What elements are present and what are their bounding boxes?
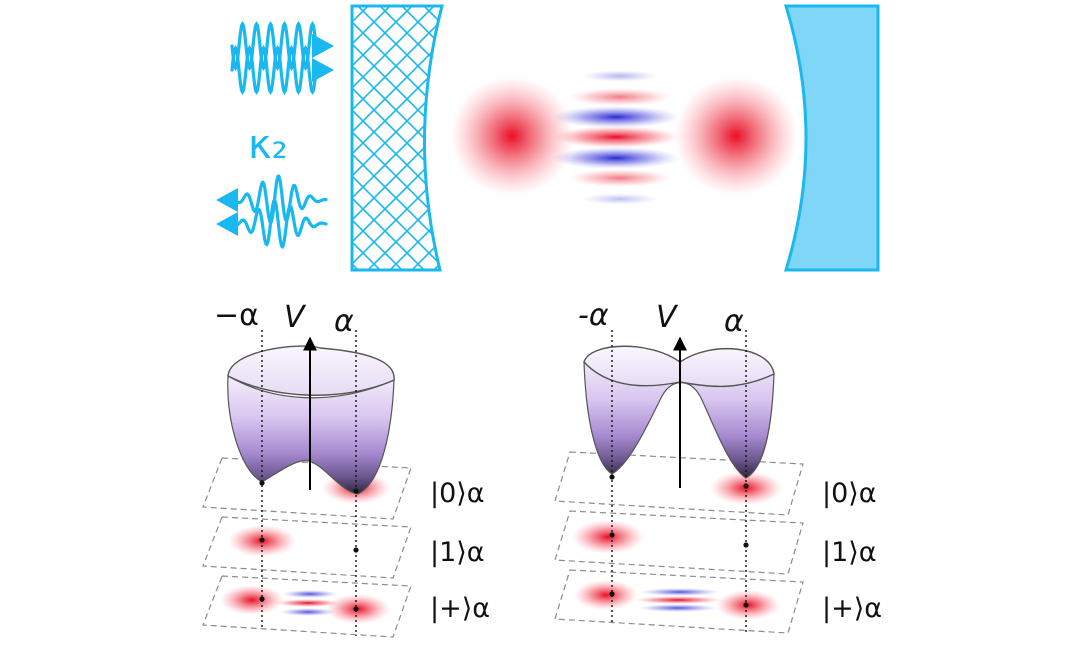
state-1-label-right: |1⟩α <box>822 537 877 568</box>
blob-1-minus-alpha-right <box>572 520 644 554</box>
cavity-wigner-function <box>450 70 798 205</box>
state-1-label-left: |1⟩α <box>430 537 485 568</box>
incoming-arrowhead-icon <box>312 34 334 82</box>
outgoing-wave-icon-2 <box>234 197 328 250</box>
outgoing-arrowhead-icon <box>216 188 238 236</box>
state-plus-label-left: |+⟩α <box>430 593 490 624</box>
incoming-wave-icon-2 <box>230 45 318 95</box>
blob-plus-right <box>574 580 780 620</box>
plane-state-0-right <box>554 451 804 516</box>
plane-state-plus-left <box>202 575 412 638</box>
v-label-left: V <box>284 300 307 335</box>
state-0-label-left: |0⟩α <box>430 478 485 509</box>
state-0-label-right: |0⟩α <box>822 478 877 509</box>
v-label-right: V <box>656 300 679 335</box>
potential-rim-left <box>227 345 395 396</box>
plus-alpha-label-left: α <box>334 304 354 339</box>
plane-state-1-right <box>554 510 804 575</box>
left-potential-panel: −α V α |0⟩α |1⟩α |+⟩α <box>202 298 490 638</box>
cavity-section: κ₂ <box>216 4 880 272</box>
minus-alpha-label-right: -α <box>578 298 609 333</box>
outgoing-wave-icon <box>234 174 328 226</box>
plus-alpha-label-right: α <box>724 304 744 339</box>
incoming-wave-icon <box>230 21 318 71</box>
plane-state-plus-right <box>554 569 804 634</box>
right-mirror <box>783 4 880 272</box>
right-potential-panel: -α V α |0⟩α |1⟩α |+⟩α <box>554 298 882 634</box>
state-plus-label-right: |+⟩α <box>822 593 882 624</box>
blob-plus-left <box>220 585 390 624</box>
left-mirror <box>350 4 444 272</box>
plane-state-1-left <box>202 516 412 579</box>
plane-state-0-left <box>202 457 412 520</box>
minus-alpha-label-left: −α <box>214 298 259 333</box>
loss-rate-label: κ₂ <box>248 122 288 168</box>
